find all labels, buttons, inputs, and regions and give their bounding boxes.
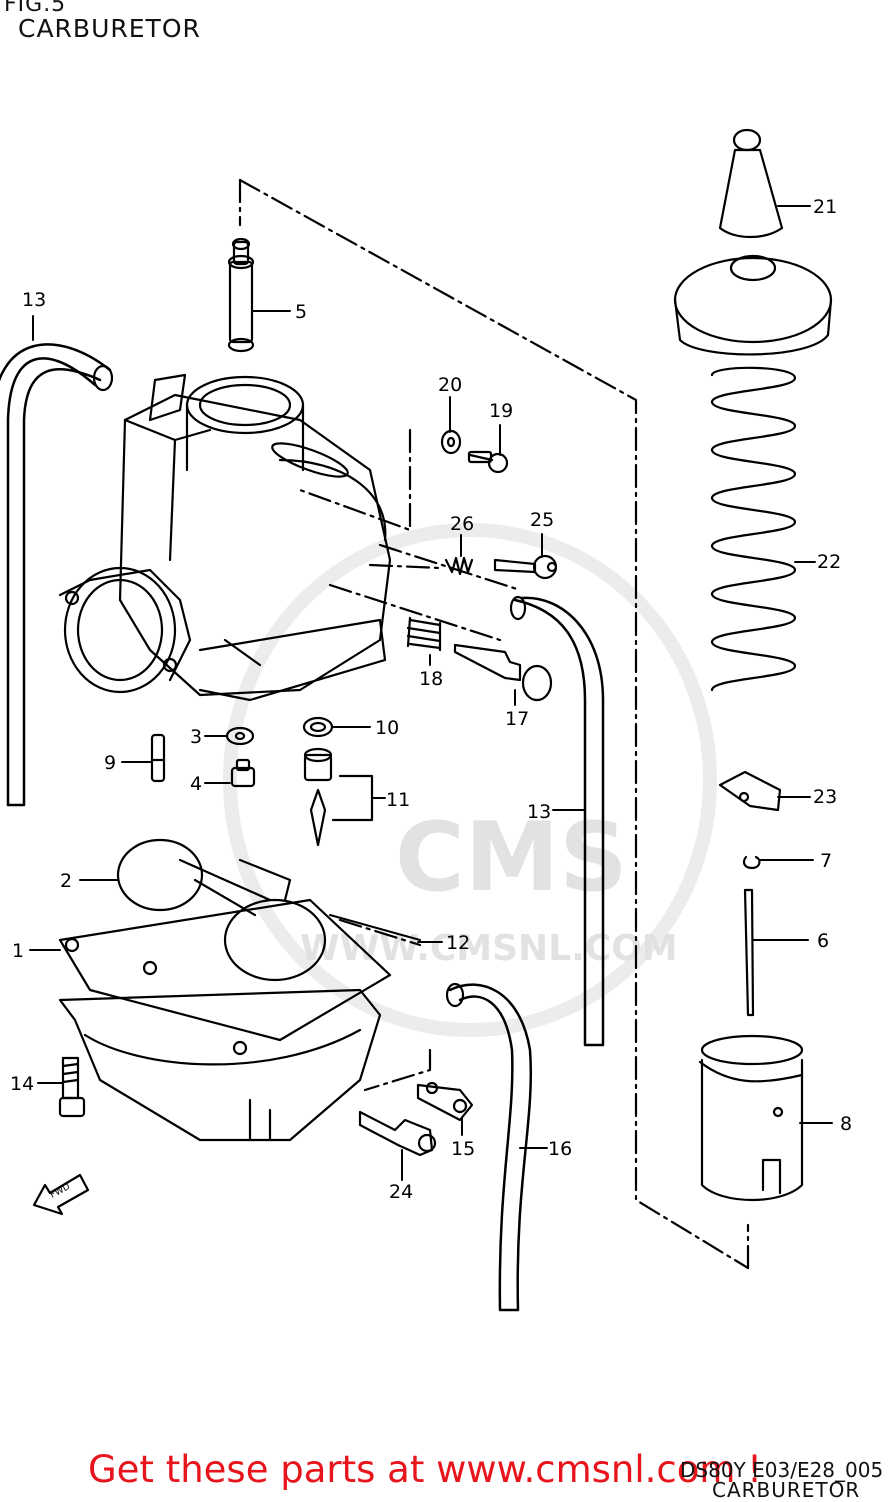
carburetor-body — [58, 373, 392, 702]
part-5-cable-adjuster — [227, 237, 255, 353]
part-22-top-cap — [673, 254, 833, 356]
assembly-guide-line — [368, 563, 442, 570]
assembly-guide-line — [363, 1048, 432, 1092]
callout-5: 5 — [295, 301, 307, 323]
callout-4: 4 — [190, 773, 202, 795]
footer-title: CARBURETOR — [712, 1478, 861, 1502]
part-10-o-ring — [302, 716, 334, 738]
figure-number: FIG.5 — [4, 0, 67, 17]
callout-13-right: 13 — [527, 801, 551, 823]
callout-12: 12 — [446, 932, 470, 954]
part-15-bracket — [416, 1081, 474, 1122]
callout-10: 10 — [375, 717, 399, 739]
callout-3: 3 — [190, 726, 202, 748]
part-11-needle-valve — [303, 747, 333, 847]
part-23-retainer — [718, 770, 782, 812]
callout-6: 6 — [817, 930, 829, 952]
part-8-throttle-valve — [698, 1034, 804, 1201]
part-26-spring — [444, 556, 474, 576]
part-6-jet-needle — [743, 888, 755, 1017]
callout-2: 2 — [60, 870, 72, 892]
callout-22: 22 — [817, 551, 841, 573]
part-12-pin — [329, 914, 421, 941]
assembly-guide-line — [238, 178, 750, 1270]
callouts: 1 2 3 4 5 6 7 8 9 10 11 12 13 13 14 15 1… — [10, 196, 852, 1203]
callout-19: 19 — [489, 400, 513, 422]
part-13-tube-right — [513, 596, 605, 1047]
buy-parts-link[interactable]: Get these parts at www.cmsnl.com ! — [88, 1448, 763, 1491]
diagram-code: DS80Y E03/E28_005 — [680, 1458, 884, 1482]
callout-17: 17 — [505, 708, 529, 730]
page-title: CARBURETOR — [18, 14, 201, 43]
part-14-screw — [58, 1056, 86, 1118]
part-17-throttle-stop-screw — [453, 643, 553, 702]
part-2-float — [116, 838, 327, 982]
part-19-screw — [467, 450, 509, 474]
callout-14: 14 — [10, 1073, 34, 1095]
part-9-jet — [150, 733, 166, 783]
part-4-jet — [230, 758, 256, 788]
part-20-washer — [440, 429, 462, 455]
part-21-cap-boot — [718, 128, 784, 238]
callout-20: 20 — [438, 374, 462, 396]
assembly-guide-line — [328, 583, 502, 642]
callout-24: 24 — [389, 1181, 413, 1203]
part-1-float-bowl — [58, 898, 392, 1142]
fwd-arrow-icon — [32, 1173, 90, 1216]
callout-18: 18 — [419, 668, 443, 690]
callout-26: 26 — [450, 513, 474, 535]
callout-13-left: 13 — [22, 289, 46, 311]
callout-1: 1 — [12, 940, 24, 962]
callout-15: 15 — [451, 1138, 475, 1160]
watermark-brand: CMS — [395, 803, 628, 913]
callout-16: 16 — [548, 1138, 572, 1160]
part-24-drain-screw — [358, 1110, 437, 1157]
callout-9: 9 — [104, 752, 116, 774]
callout-21: 21 — [813, 196, 837, 218]
part-25-pilot-screw — [493, 554, 558, 580]
part-13-tube-end — [92, 364, 114, 392]
callout-7: 7 — [820, 850, 832, 872]
watermark: CMS WWW.CMSNL.COM — [223, 523, 717, 1037]
watermark-url: WWW.CMSNL.COM — [300, 928, 678, 969]
part-7-clip — [742, 855, 761, 870]
callout-8: 8 — [840, 1113, 852, 1135]
part-16-tube — [448, 983, 533, 1312]
part-18-spring — [406, 616, 442, 652]
fwd-label: FWD — [49, 1182, 72, 1201]
callout-23: 23 — [813, 786, 837, 808]
assembly-guide-line — [338, 918, 422, 947]
callout-25: 25 — [530, 509, 554, 531]
part-22-spring — [710, 366, 797, 692]
callout-11: 11 — [386, 789, 410, 811]
assembly-guide-line — [298, 428, 412, 532]
